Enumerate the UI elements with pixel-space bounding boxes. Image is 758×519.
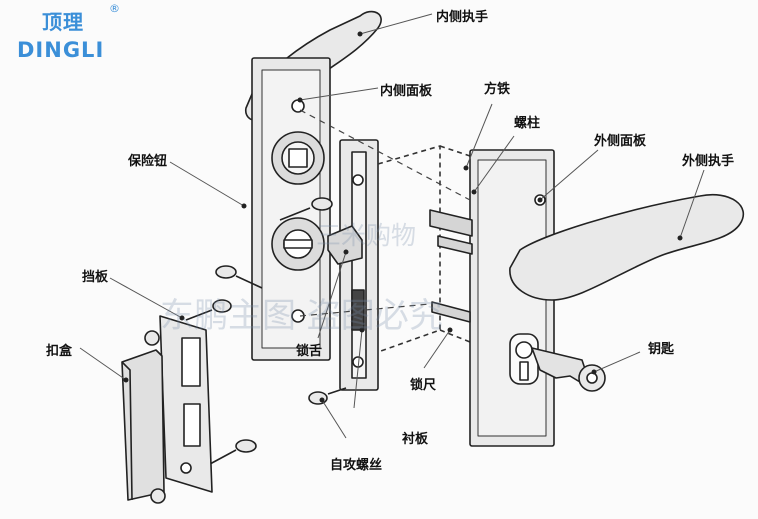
label-key: 钥匙 <box>648 342 675 357</box>
label-inner-handle: 内侧执手 <box>436 10 489 25</box>
screw-2 <box>215 265 263 289</box>
label-safety-button: 保险钮 <box>128 154 168 169</box>
brand-logo-en: DINGLI <box>17 38 105 62</box>
label-lock-tongue: 锁舌 <box>296 344 323 359</box>
label-strike-box: 扣盒 <box>46 344 73 359</box>
outer-handle <box>509 193 745 301</box>
label-inner-panel: 内侧面板 <box>380 84 433 99</box>
label-tapping-screw: 自攻螺丝 <box>330 458 383 473</box>
label-screw-post: 螺柱 <box>514 116 541 131</box>
screw-3 <box>185 299 232 321</box>
strike-box <box>121 349 165 501</box>
lock-tongue <box>327 225 363 265</box>
label-outer-panel: 外侧面板 <box>594 134 647 149</box>
brand-logo-cn: 顶理 <box>42 10 84 34</box>
label-baffle: 挡板 <box>82 270 109 285</box>
screw-5 <box>209 439 257 465</box>
label-square-iron: 方铁 <box>484 82 511 97</box>
label-backing-plate: 衬板 <box>402 432 429 447</box>
watermark-top: 三米购物 <box>316 221 417 250</box>
label-lock-body: 锁尺 <box>410 378 437 393</box>
screw-1 <box>279 197 333 221</box>
screw-4 <box>308 387 347 405</box>
watermark-bottom: 东鹏主图 盗图必究 <box>160 296 443 336</box>
registered-mark: ® <box>109 2 120 15</box>
key <box>531 347 587 383</box>
square-iron <box>429 209 473 237</box>
label-outer-handle: 外侧执手 <box>682 154 735 169</box>
